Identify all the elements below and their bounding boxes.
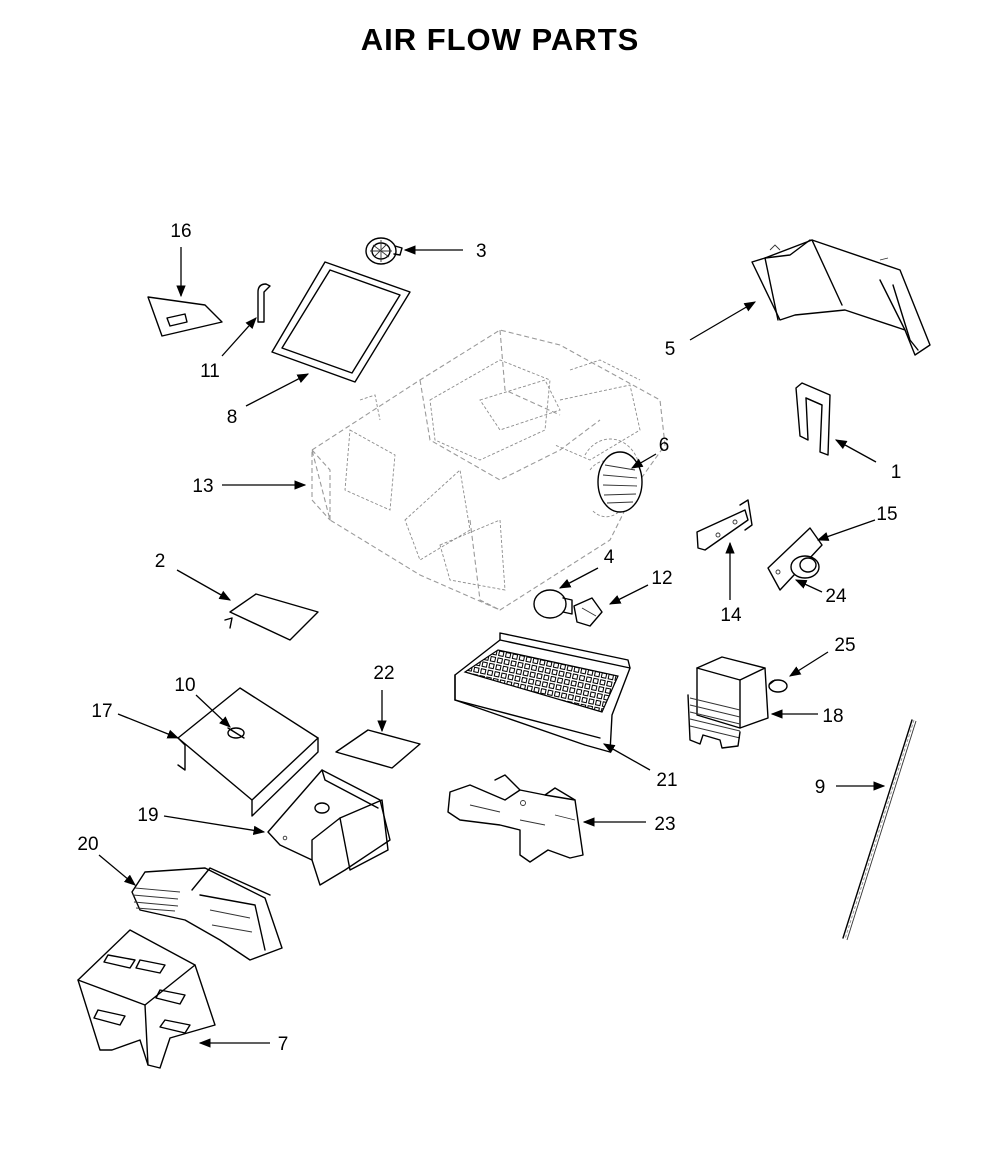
- callout-1: 1: [891, 462, 902, 483]
- part-18-magnetron: [687, 656, 769, 749]
- leader-6: [630, 453, 657, 469]
- part-14-switch-bracket: [696, 499, 753, 551]
- part-12-lamp-socket: [573, 597, 603, 627]
- part-4-lamp: [533, 589, 573, 619]
- part-10-thermostat: [227, 727, 245, 739]
- callout-23: 23: [654, 814, 675, 835]
- part-15-mount-plate: [767, 527, 823, 591]
- callout-12: 12: [651, 568, 672, 589]
- callout-3: 3: [476, 241, 487, 262]
- leader-15: [816, 519, 876, 541]
- leader-20: [98, 854, 136, 886]
- leader-21: [602, 743, 651, 771]
- callout-21: 21: [656, 770, 677, 791]
- callout-24: 24: [825, 586, 847, 607]
- leader-24: [794, 579, 823, 593]
- leader-lines: [98, 245, 886, 1048]
- part-6-blower-fan: [597, 451, 643, 513]
- callout-9: 9: [815, 777, 826, 798]
- part-25-clip: [768, 679, 788, 693]
- callout-10: 10: [174, 675, 195, 696]
- part-9-rod: [842, 719, 917, 941]
- callout-18: 18: [822, 706, 843, 727]
- callout-2: 2: [155, 551, 166, 572]
- callout-20: 20: [77, 834, 98, 855]
- leader-10: [195, 694, 231, 728]
- leader-11: [221, 317, 257, 357]
- leader-1: [834, 439, 877, 463]
- leader-19: [163, 815, 266, 835]
- callout-17: 17: [91, 701, 112, 722]
- callout-22: 22: [373, 663, 394, 684]
- leader-25: [789, 651, 829, 677]
- callout-19: 19: [137, 805, 158, 826]
- leader-8: [245, 373, 310, 407]
- part-21-duct-grille: [454, 632, 631, 753]
- diagram-title: AIR FLOW PARTS: [360, 22, 640, 57]
- callout-7: 7: [278, 1034, 289, 1055]
- part-8-filter-frame: [271, 261, 411, 383]
- part-17-cover: [177, 687, 319, 817]
- callout-8: 8: [227, 407, 238, 428]
- part-20-air-guide: [131, 867, 283, 961]
- callout-5: 5: [665, 339, 676, 360]
- callout-13: 13: [192, 476, 213, 497]
- callout-14: 14: [720, 605, 742, 626]
- part-16-filter-plate: [147, 296, 223, 337]
- callout-4: 4: [604, 547, 615, 568]
- part-5-vent-duct: [751, 239, 931, 356]
- callout-16: 16: [170, 221, 191, 242]
- callout-6: 6: [659, 435, 670, 456]
- part-3-vent-grille: [365, 237, 403, 265]
- leader-12: [608, 584, 649, 605]
- callout-15: 15: [876, 504, 897, 525]
- leader-4: [558, 567, 599, 589]
- leader-2: [176, 569, 232, 601]
- part-11-tube: [257, 283, 271, 323]
- leader-17: [117, 713, 180, 739]
- part-22-plate: [335, 729, 421, 769]
- callout-25: 25: [834, 635, 855, 656]
- part-19-bracket-box: [267, 769, 391, 886]
- part-1-bracket: [795, 382, 831, 456]
- part-2-waveguide-cover: [224, 593, 319, 641]
- part-23-air-duct: [447, 774, 584, 863]
- callout-11: 11: [200, 361, 220, 382]
- part-7-shield-housing: [77, 929, 216, 1069]
- leader-5: [689, 301, 757, 341]
- part-13-cavity-frame: [311, 329, 666, 611]
- callout-labels: 16 3 11 8 5 1 6 13 15 14 24 2 4 12 25 22…: [77, 221, 901, 1055]
